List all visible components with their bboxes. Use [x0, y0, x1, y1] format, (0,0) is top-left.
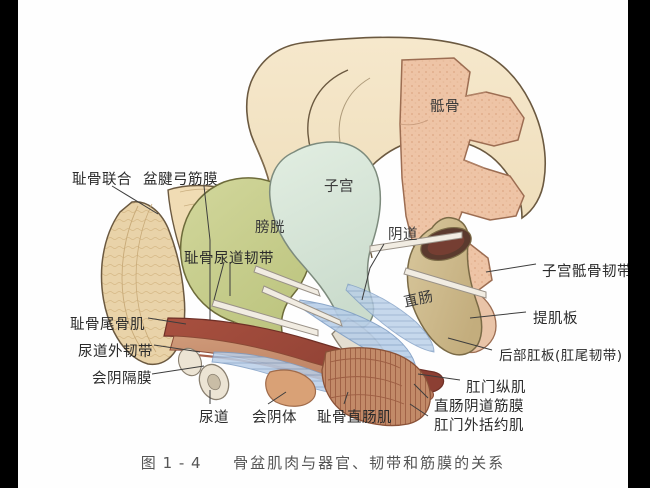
- label-posterior-anal-plate: 后部肛板(肛尾韧带): [499, 348, 623, 364]
- organ-label-vagina: 阴道: [388, 227, 418, 243]
- label-pubic-symphysis: 耻骨联合: [72, 172, 132, 188]
- figure-caption: 图 1 - 4 骨盆肌肉与器官、韧带和筋膜的关系: [18, 452, 628, 473]
- organ-label-uterus: 子宫: [324, 179, 354, 195]
- illustration-canvas: 骶骨 子宫 膀胱 阴道 直肠 耻骨联合 盆腱弓筋膜 耻骨尿道韧带 耻骨尾骨肌 尿…: [18, 0, 628, 488]
- label-external-anal-sphincter: 肛门外括约肌: [434, 418, 524, 434]
- label-longitudinal-muscle-of-anus: 肛门纵肌: [466, 380, 526, 396]
- anal-sphincter-muscle: [321, 347, 431, 427]
- label-external-urethral-ligament: 尿道外韧带: [78, 344, 153, 360]
- label-tendinous-arch-fascia: 盆腱弓筋膜: [143, 172, 218, 188]
- ligament-strands: [211, 231, 487, 337]
- label-pubococcygeus-muscle: 耻骨尾骨肌: [70, 317, 145, 333]
- label-uterosacral-ligament: 子宫骶骨韧带: [542, 264, 628, 280]
- label-perineal-membrane: 会阴隔膜: [92, 371, 152, 387]
- anatomy-illustration: [100, 36, 547, 427]
- label-puborectalis-muscle: 耻骨直肠肌: [317, 410, 392, 426]
- figure-caption-number: 图 1 - 4: [140, 454, 202, 472]
- label-perineal-body: 会阴体: [252, 410, 297, 426]
- label-rectovaginal-fascia: 直肠阴道筋膜: [434, 399, 524, 415]
- pubis-bone: [100, 201, 186, 366]
- label-levator-plate: 提肌板: [533, 311, 578, 327]
- organ-label-sacrum: 骶骨: [430, 99, 460, 115]
- leader-lines: [111, 185, 537, 417]
- label-urethra: 尿道: [199, 410, 229, 426]
- organ-label-bladder: 膀胱: [255, 220, 285, 236]
- label-pubourethral-ligament: 耻骨尿道韧带: [184, 251, 274, 267]
- figure-caption-text: 骨盆肌肉与器官、韧带和筋膜的关系: [233, 454, 506, 472]
